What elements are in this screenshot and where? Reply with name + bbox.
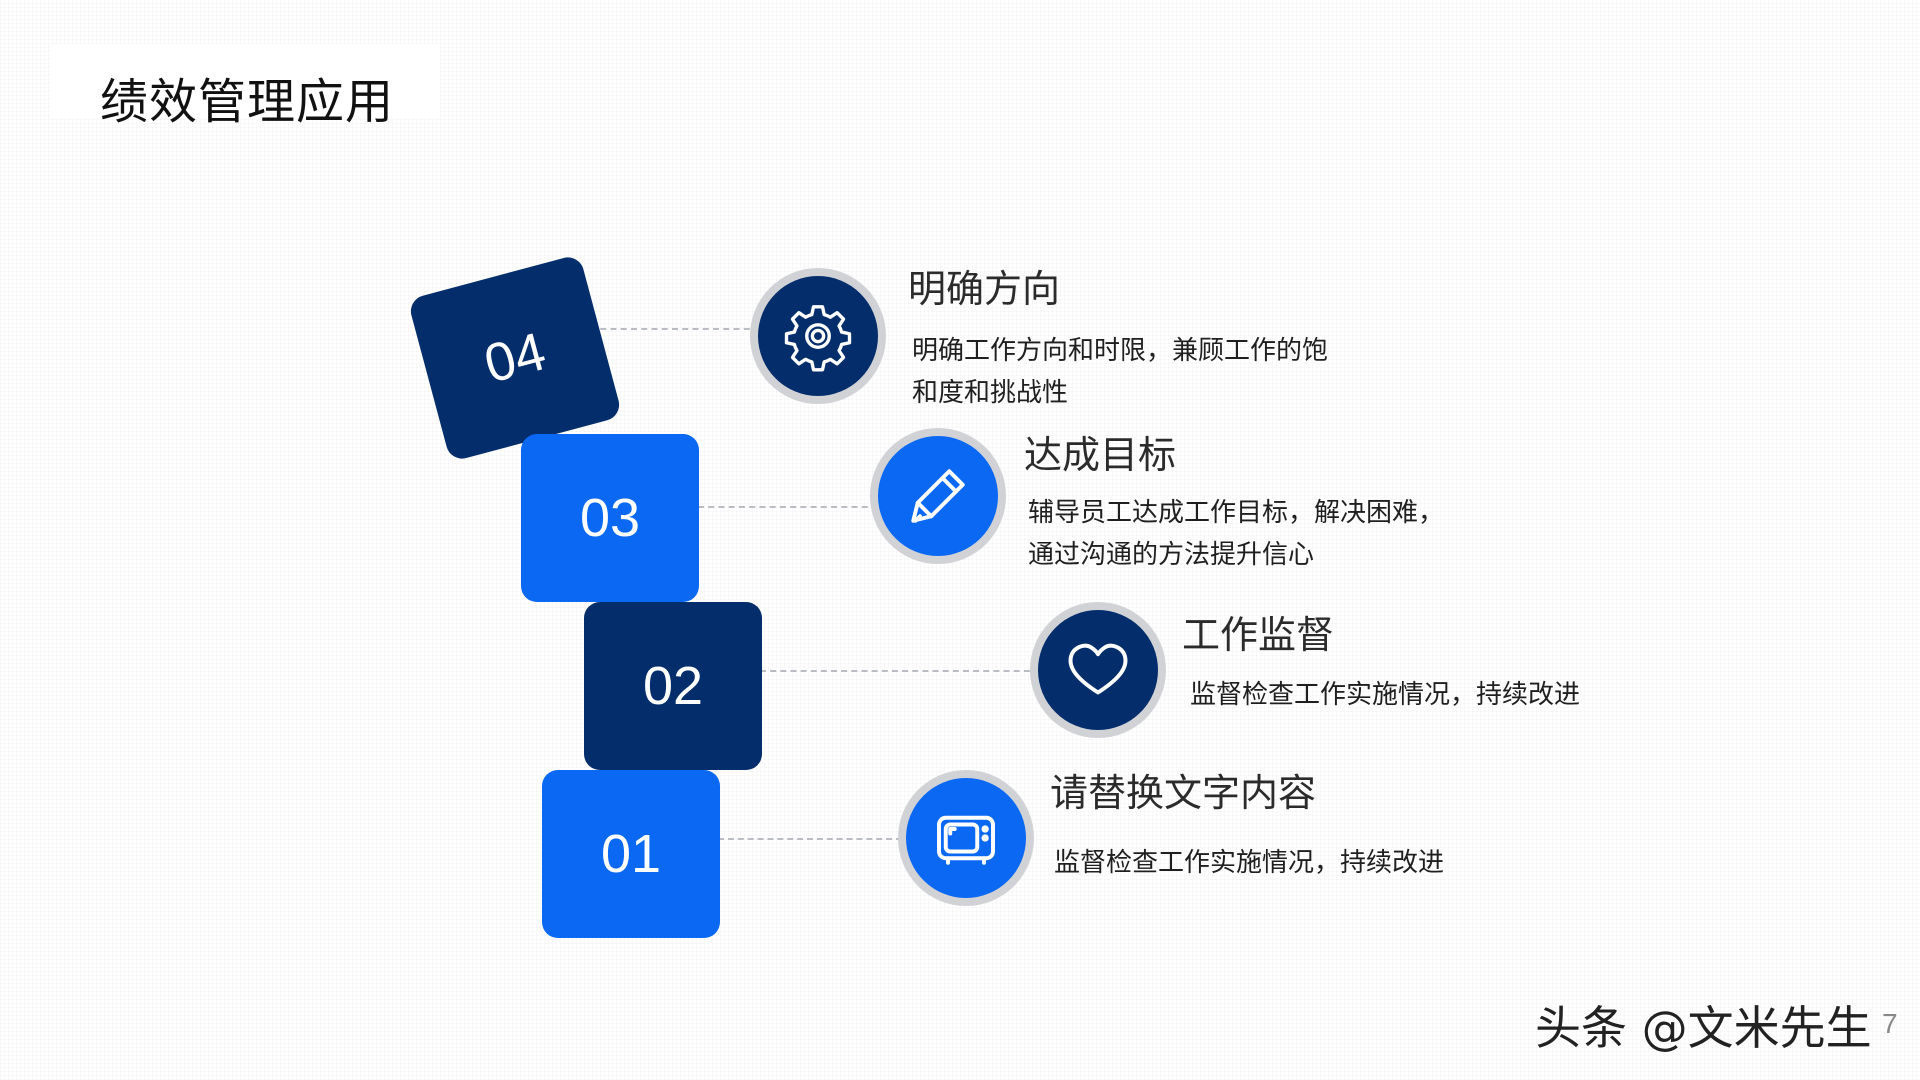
desc-line: 监督检查工作实施情况，持续改进 [1054, 848, 1445, 878]
connector-04 [590, 328, 760, 330]
connector-03 [698, 506, 878, 508]
step-title-01: 请替换文字内容 [1050, 771, 1317, 815]
step-block-04: 04 [407, 253, 623, 463]
step-icon-ring-01 [898, 770, 1034, 906]
step-desc-04: 明确工作方向和时限，兼顾工作的饱 和度和挑战性 [912, 330, 1328, 414]
step-block-01: 01 [542, 770, 720, 938]
step-desc-01: 监督检查工作实施情况，持续改进 [1054, 842, 1444, 884]
desc-line: 明确工作方向和时限，兼顾工作的饱 [912, 336, 1329, 366]
tv-icon [906, 778, 1026, 898]
step-number-02: 02 [642, 656, 704, 716]
step-icon-ring-03 [870, 428, 1006, 564]
step-block-03: 03 [521, 434, 699, 602]
pencil-icon [878, 436, 998, 556]
title-backdrop [50, 44, 440, 118]
step-desc-02: 监督检查工作实施情况，持续改进 [1190, 674, 1580, 716]
gear-icon [758, 276, 878, 396]
step-desc-03: 辅导员工达成工作目标，解决困难， 通过沟通的方法提升信心 [1028, 492, 1444, 576]
slide-title: 绩效管理应用 [100, 74, 395, 130]
desc-line: 通过沟通的方法提升信心 [1028, 540, 1315, 570]
watermark: 头条 @文米先生 [1535, 1001, 1872, 1055]
step-block-02: 02 [584, 602, 762, 770]
step-number-03: 03 [579, 488, 641, 548]
heart-icon [1038, 610, 1158, 730]
step-title-03: 达成目标 [1024, 433, 1177, 477]
desc-line: 监督检查工作实施情况，持续改进 [1190, 680, 1581, 710]
connector-01 [718, 838, 902, 840]
step-icon-ring-04 [750, 268, 886, 404]
step-title-02: 工作监督 [1182, 613, 1335, 657]
step-title-04: 明确方向 [908, 267, 1061, 311]
page-number: 7 [1882, 1008, 1898, 1039]
connector-02 [760, 670, 1040, 672]
step-number-04: 04 [478, 321, 552, 395]
step-icon-ring-02 [1030, 602, 1166, 738]
desc-line: 和度和挑战性 [912, 378, 1069, 408]
desc-line: 辅导员工达成工作目标，解决困难， [1028, 498, 1445, 528]
step-number-01: 01 [600, 824, 662, 884]
